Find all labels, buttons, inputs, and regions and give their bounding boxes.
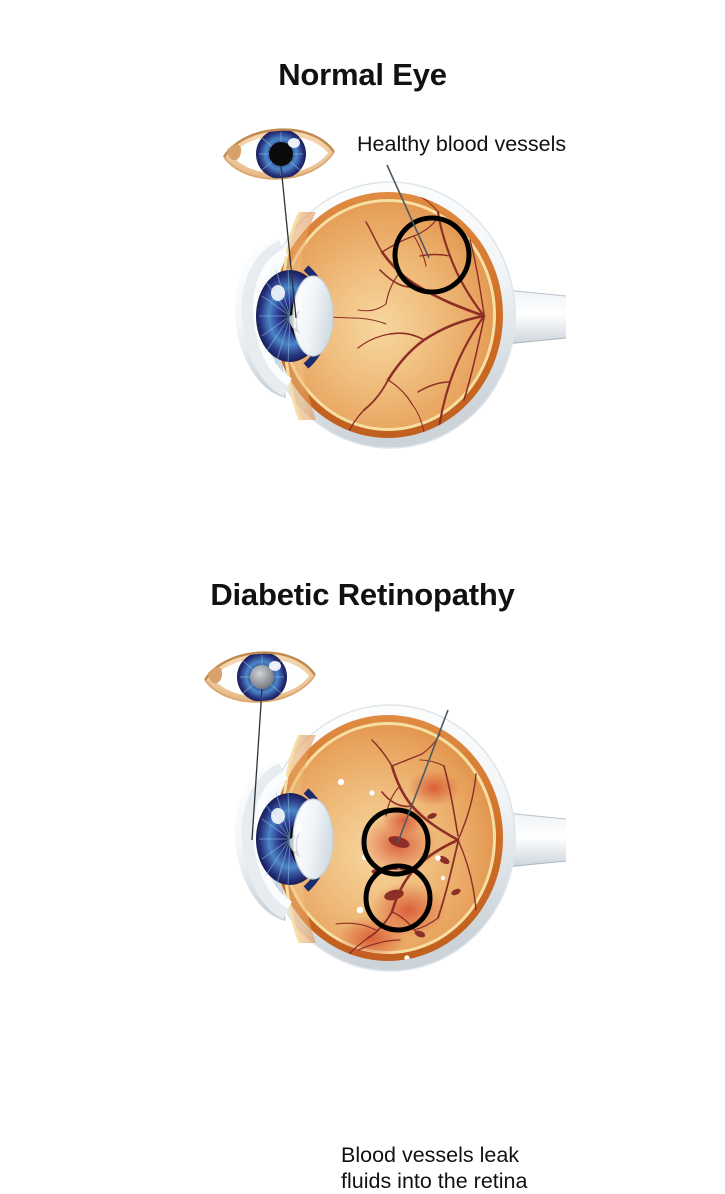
pupil-front-view <box>269 142 293 166</box>
highlight-circle-hemorrhage-upper <box>361 807 431 877</box>
diabetic-eye-diagram <box>203 651 567 972</box>
normal-eye-diagram <box>222 128 567 449</box>
leader-line-eye-icon <box>280 165 297 319</box>
eye-front-view-icon <box>203 651 316 703</box>
panel-normal-eye: Normal Eye Healthy blood vessels <box>0 0 725 520</box>
pupil-front-view-cloudy <box>250 665 274 689</box>
anterior-segment <box>241 763 334 919</box>
page-title-normal-eye: Normal Eye <box>278 56 447 92</box>
iris-highlight <box>271 285 285 301</box>
leader-line-blood-vessels-leak <box>397 709 449 843</box>
callout-blood-vessels-leak: Blood vessels leak fluids into the retin… <box>341 1143 528 1193</box>
lens <box>293 276 333 356</box>
leader-line-eye-icon <box>251 688 263 841</box>
anterior-segment <box>241 240 334 396</box>
retina-and-vitreous <box>273 192 503 438</box>
panel-diabetic-retinopathy: Diabetic Retinopathy Blood vessels leak … <box>0 520 725 1193</box>
eye-front-view-icon <box>222 128 335 180</box>
page-title-diabetic-retinopathy: Diabetic Retinopathy <box>210 576 515 612</box>
lens <box>293 799 333 879</box>
leader-line-healthy-vessels <box>386 164 430 259</box>
callout-healthy-blood-vessels: Healthy blood vessels <box>357 132 567 156</box>
highlight-circle-healthy-vessels <box>392 215 472 295</box>
highlight-circle-hemorrhage-lower <box>363 863 433 933</box>
